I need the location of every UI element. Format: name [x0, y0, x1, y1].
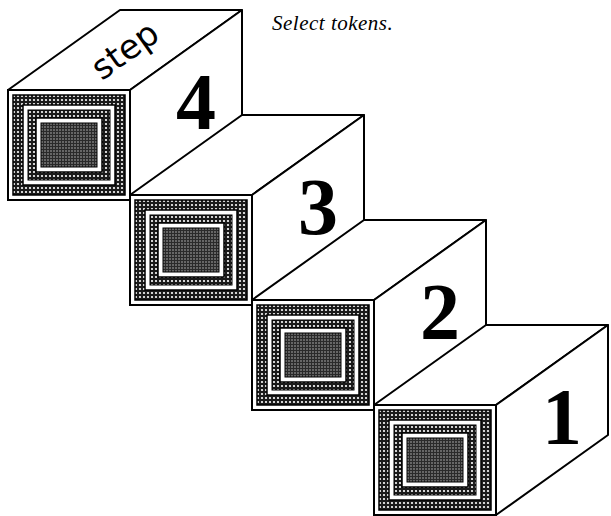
quilt-ring: [36, 118, 102, 172]
instruction-note: Select tokens.: [272, 12, 393, 35]
quilt-square: [374, 405, 496, 515]
quilt-ring: [389, 420, 481, 500]
quilt-ring: [285, 333, 341, 377]
quilt-ring: [280, 328, 346, 382]
quilt-square: [8, 90, 130, 200]
quilt-ring: [272, 320, 354, 390]
quilt-ring: [163, 228, 219, 272]
step-number: 2: [420, 272, 460, 352]
quilt-square: [252, 300, 374, 410]
quilt-square: [130, 195, 252, 305]
step-number: 3: [298, 167, 338, 247]
side-face: [496, 325, 608, 515]
front-face: [130, 195, 252, 305]
front-face: [252, 300, 374, 410]
quilt-ring: [13, 95, 125, 195]
quilt-ring: [158, 223, 224, 277]
quilt-ring: [394, 425, 476, 495]
front-face: [8, 90, 130, 200]
quilt-ring: [402, 433, 468, 487]
stair-block: 1: [374, 325, 608, 515]
step-number: 1: [542, 377, 582, 457]
quilt-ring: [145, 210, 237, 290]
quilt-ring: [267, 315, 359, 395]
quilt-ring: [28, 110, 110, 180]
quilt-ring: [379, 410, 491, 510]
quilt-ring: [135, 200, 247, 300]
step-number: 4: [176, 62, 216, 142]
front-face: [374, 405, 496, 515]
quilt-ring: [257, 305, 369, 405]
quilt-ring: [407, 438, 463, 482]
quilt-ring: [41, 123, 97, 167]
quilt-ring: [23, 105, 115, 185]
quilt-ring: [150, 215, 232, 285]
